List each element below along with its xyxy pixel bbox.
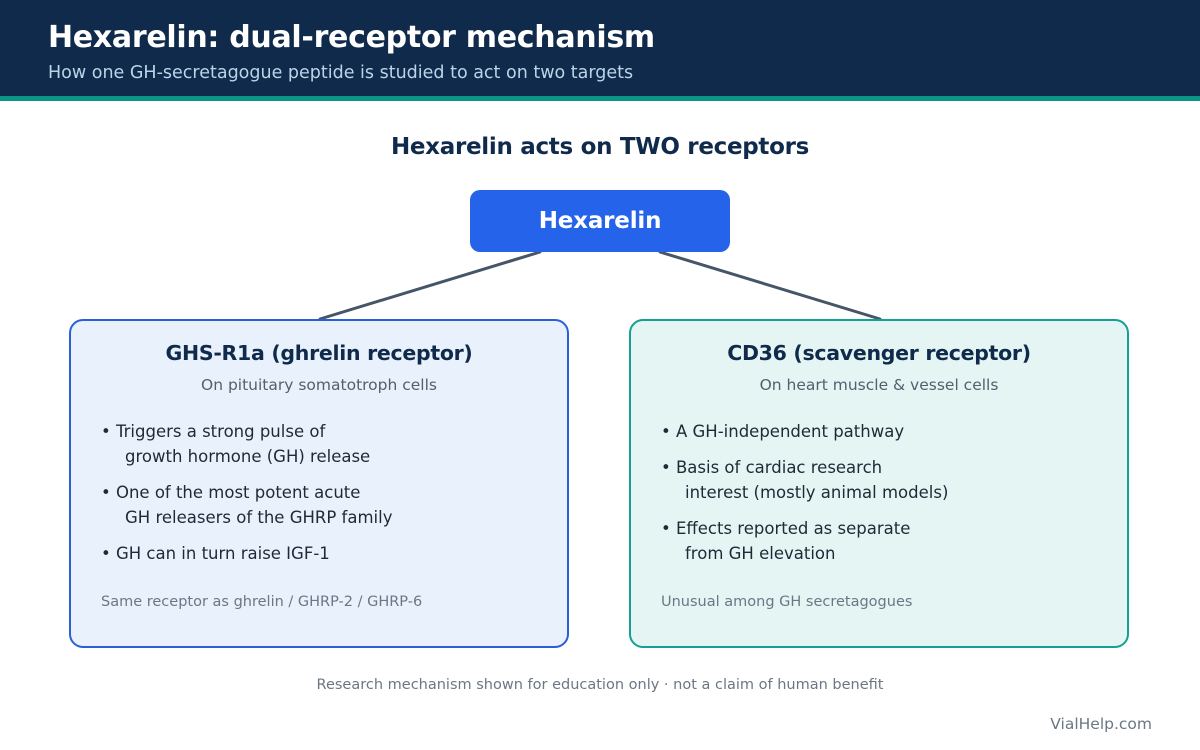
page-title: Hexarelin: dual-receptor mechanism xyxy=(48,20,655,55)
bullet-line: growth hormone (GH) release xyxy=(125,447,371,466)
bullet-item: • GH can in turn raise IGF-1 xyxy=(101,541,392,566)
bullet-line: • Effects reported as separate xyxy=(661,519,911,538)
hexarelin-node-label: Hexarelin xyxy=(538,208,662,234)
card-note: Same receptor as ghrelin / GHRP-2 / GHRP… xyxy=(101,594,423,610)
header-bar xyxy=(0,0,1200,96)
bullet-line: • Triggers a strong pulse of xyxy=(101,422,326,441)
bullet-line: from GH elevation xyxy=(685,544,836,563)
bullet-item: • One of the most potent acute GH releas… xyxy=(101,480,392,530)
bullet-line: • A GH-independent pathway xyxy=(661,422,905,441)
bullet-line: interest (mostly animal models) xyxy=(685,483,949,502)
card-title: GHS-R1a (ghrelin receptor) xyxy=(165,341,473,365)
card-subtitle: On pituitary somatotroph cells xyxy=(201,376,437,394)
brand-label: VialHelp.com xyxy=(1050,715,1152,733)
bullet-line: • Basis of cardiac research xyxy=(661,458,883,477)
diagram-title: Hexarelin acts on TWO receptors xyxy=(390,134,810,160)
bullet-list: • Triggers a strong pulse of growth horm… xyxy=(101,419,392,577)
connector-right xyxy=(658,250,882,321)
bullet-line: • GH can in turn raise IGF-1 xyxy=(101,544,330,563)
bullet-item: • Effects reported as separate from GH e… xyxy=(661,516,948,566)
card-note: Unusual among GH secretagogues xyxy=(661,594,913,610)
card-subtitle: On heart muscle & vessel cells xyxy=(759,376,999,394)
bullet-line: • One of the most potent acute xyxy=(101,483,361,502)
disclaimer: Research mechanism shown for education o… xyxy=(316,677,884,693)
bullet-list: • A GH-independent pathway • Basis of ca… xyxy=(661,419,948,577)
ghs-r1a-card: GHS-R1a (ghrelin receptor) On pituitary … xyxy=(69,319,569,648)
bullet-item: • Triggers a strong pulse of growth horm… xyxy=(101,419,392,469)
page-subtitle: How one GH-secretagogue peptide is studi… xyxy=(48,63,634,83)
hexarelin-node: Hexarelin xyxy=(470,190,730,252)
header-accent-stripe xyxy=(0,96,1200,101)
bullet-item: • Basis of cardiac research interest (mo… xyxy=(661,455,948,505)
card-title: CD36 (scavenger receptor) xyxy=(727,341,1031,365)
bullet-item: • A GH-independent pathway xyxy=(661,419,948,444)
connector-left xyxy=(318,250,542,321)
bullet-line: GH releasers of the GHRP family xyxy=(125,508,393,527)
cd36-card: CD36 (scavenger receptor) On heart muscl… xyxy=(629,319,1129,648)
